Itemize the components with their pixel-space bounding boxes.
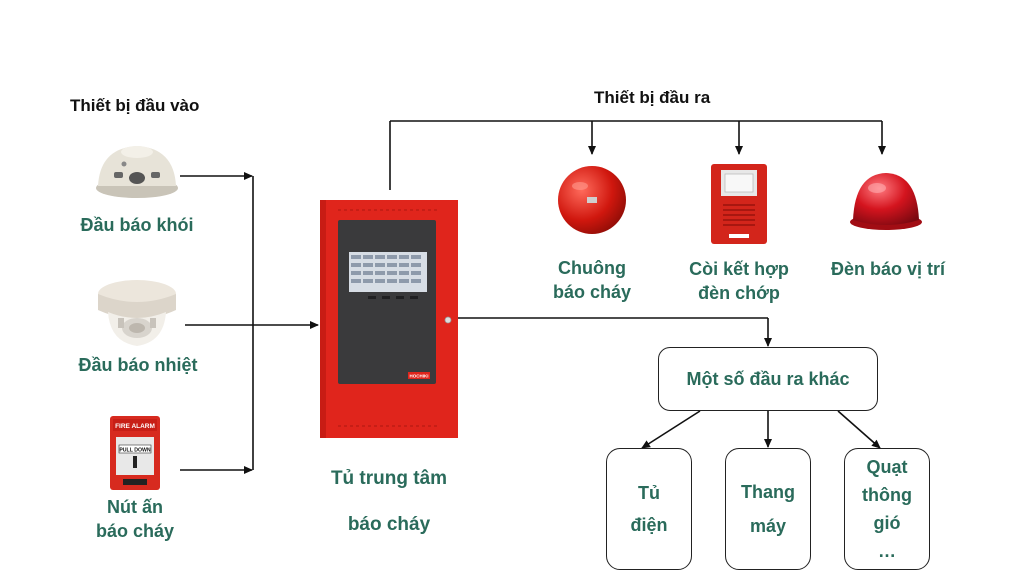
manual-call-point-icon: FIRE ALARM PULL DOWN [110,416,160,490]
call-point-text-top: FIRE ALARM [115,423,155,430]
fire-bell-label-line2: báo cháy [552,282,632,302]
elevator-line2: máy [749,516,787,536]
call-point-label-line2: báo cháy [95,521,175,541]
other-outputs-label: Một số đầu ra khác [686,369,850,389]
ventilation-fan-line4: … [878,541,896,561]
fire-bell-icon [558,166,626,234]
to-cabinet [641,410,701,449]
ventilation-fan-box: Quạt thông gió … [844,448,930,570]
horn-strobe-icon [711,164,767,244]
other-outputs-box: Một số đầu ra khác [658,347,878,411]
horn-strobe-label: Còi kết hợp đèn chớp [674,257,804,305]
horn-strobe-label-line1: Còi kết hợp [689,259,789,279]
electrical-cabinet-line1: Tủ [638,483,660,503]
call-point-label-line1: Nút ấn [107,497,163,517]
smoke-detector-label: Đầu báo khói [80,215,194,235]
panel-label-line1: Tủ trung tâm [330,468,448,489]
electrical-cabinet-line2: điện [630,515,668,535]
fire-alarm-panel-icon: HOCHIKI [320,200,458,438]
beacon-light-label: Đèn báo vị trí [830,259,946,279]
outputs-heading: Thiết bị đầu ra [594,88,711,107]
fire-bell-label: Chuông báo cháy [531,256,653,304]
ventilation-fan-line2: thông [862,485,912,505]
smoke-detector-icon [96,146,178,198]
beacon-light-icon [850,173,922,230]
elevator-line1: Thang [741,482,795,502]
horn-strobe-label-line2: đèn chớp [698,283,780,303]
call-point-text-mid: PULL DOWN [119,448,151,454]
electrical-cabinet-box: Tủ điện [606,448,692,570]
fire-bell-label-line1: Chuông [558,258,626,278]
inputs-heading: Thiết bị đầu vào [70,96,200,115]
panel-brand: HOCHIKI [410,374,429,379]
ventilation-fan-line1: Quạt [866,457,908,477]
call-point-label: Nút ấn báo cháy [80,495,190,543]
heat-detector-label: Đầu báo nhiệt [78,355,198,375]
ventilation-fan-line3: gió [873,513,901,533]
panel-label: Tủ trung tâm báo cháy [314,456,464,548]
elevator-box: Thang máy [725,448,811,570]
to-fan [837,410,881,449]
heat-detector-icon [98,280,176,346]
panel-label-line2: báo cháy [347,514,431,535]
